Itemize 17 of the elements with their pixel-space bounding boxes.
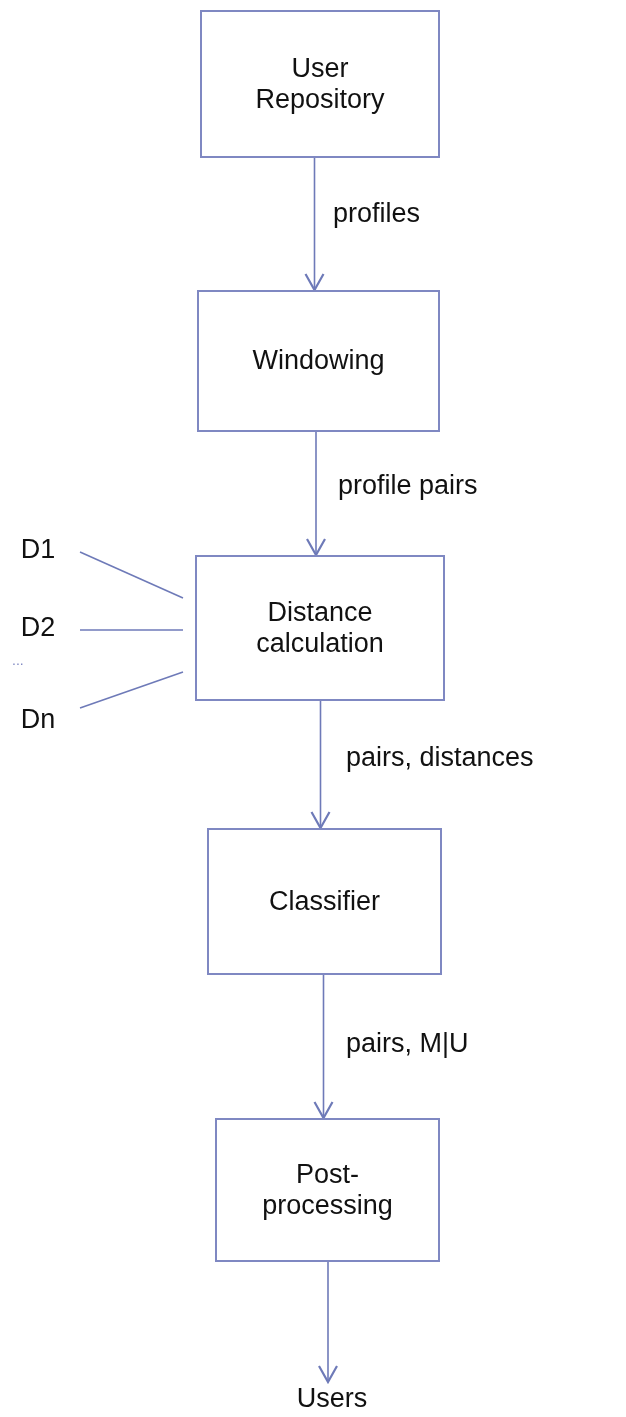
arrow [304,157,325,292]
arrow [313,974,334,1120]
connector-line [79,551,184,599]
process-box: Distance calculation [195,555,445,701]
process-box: Classifier [207,828,442,975]
connector-line [79,671,184,709]
arrow [305,431,327,557]
process-box: User Repository [200,10,440,158]
arrow [317,1261,339,1384]
process-box: Windowing [197,290,440,432]
node-label: D1 [20,534,56,566]
process-box: Post-processing [215,1118,440,1262]
connector-line [79,629,184,631]
node-label: Dn [20,704,56,736]
arrow [310,700,331,830]
node-label: Users [296,1383,368,1415]
node-label: D2 [20,612,56,644]
